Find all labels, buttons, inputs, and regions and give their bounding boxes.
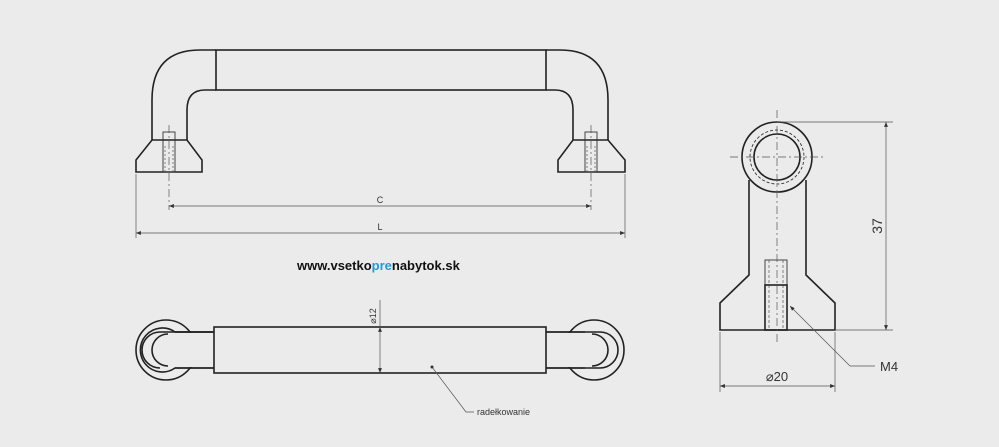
front-view: C L	[135, 49, 626, 238]
right-foot	[557, 139, 626, 173]
knurled-grip-front	[215, 49, 547, 91]
thread-m4-label: M4	[880, 359, 898, 374]
dim-c-label: C	[377, 195, 384, 205]
side-view: 37 ⌀20 M4	[719, 110, 898, 392]
dim-l-label: L	[377, 222, 382, 232]
left-foot	[135, 139, 203, 173]
diameter-12-label: ⌀12	[368, 308, 378, 323]
diameter-20-label: ⌀20	[766, 369, 788, 384]
website-text[interactable]: www.vsetkoprenabytok.sk	[296, 258, 461, 273]
height-37-label: 37	[869, 218, 885, 234]
top-view: ⌀12 radełkowanie	[135, 300, 625, 417]
knurling-label: radełkowanie	[477, 407, 530, 417]
